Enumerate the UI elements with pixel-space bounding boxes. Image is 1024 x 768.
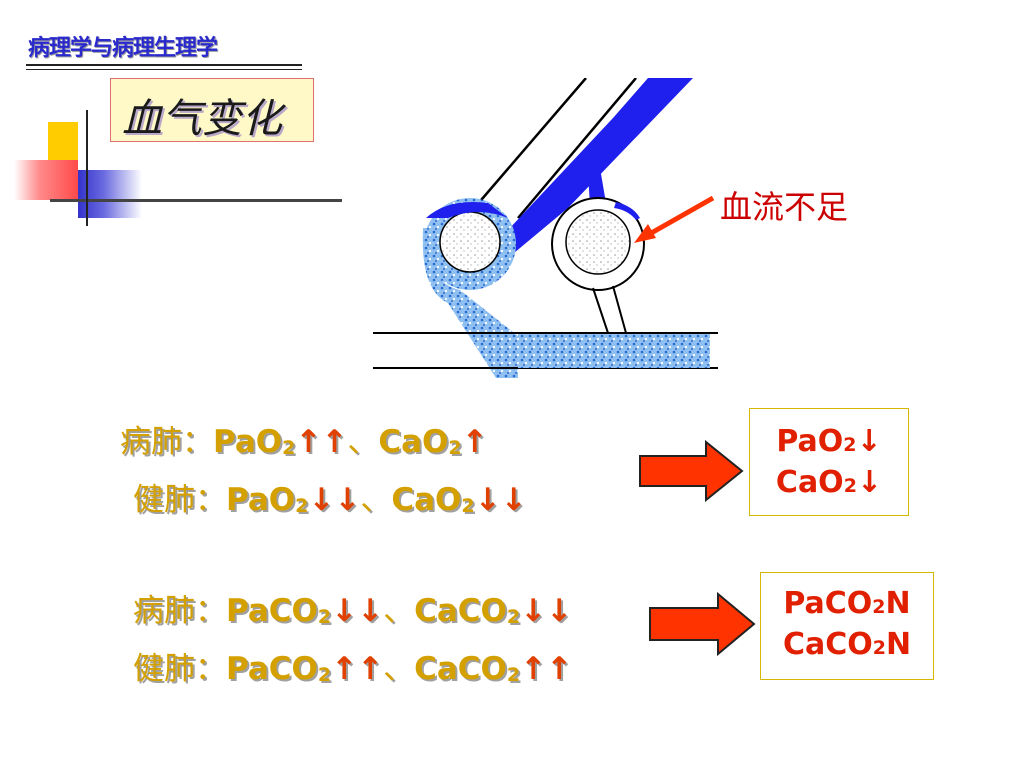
title-underline <box>26 64 302 66</box>
healthy-lung-co2-line: 健肺：PaCO2↑↑、CaCO2↑↑ <box>133 651 573 687</box>
blood-vessel-flow <box>518 334 710 368</box>
airflow-branch <box>588 168 606 206</box>
oxygen-result-line-2: CaO2↓ <box>775 465 883 500</box>
deco-horizontal-line <box>50 199 342 202</box>
course-title: 病理学与病理生理学 <box>28 36 218 61</box>
sick-lung-oxygen-line: 病肺：PaO2↑↑、CaO2↑ <box>120 424 488 460</box>
title-underline-thin <box>26 69 302 70</box>
deco-blue-square <box>78 170 142 218</box>
slide-title-box <box>110 78 314 142</box>
healthy-capillary-bed <box>422 228 518 378</box>
airflow-blue <box>493 78 693 258</box>
deco-red-square <box>14 160 78 200</box>
slide-title: 血气变化 <box>122 96 282 142</box>
co2-result-arrow <box>649 592 756 656</box>
alveoli-diagram <box>373 78 718 378</box>
healthy-lung-oxygen-line: 健肺：PaO2↓↓、CaO2↓↓ <box>133 482 527 518</box>
insufficient-blood-flow-label: 血流不足 <box>720 188 849 226</box>
co2-result-box: PaCO2N CaCO2N <box>760 572 934 680</box>
oxygen-result-box: PaO2↓ CaO2↓ <box>749 408 909 516</box>
airway-walls <box>475 78 637 219</box>
indicator-arrow <box>634 224 656 243</box>
oxygen-result-arrow <box>639 440 744 502</box>
sick-lung-co2-line: 病肺：PaCO2↓↓、CaCO2↓↓ <box>133 593 573 629</box>
oxygen-result-line-1: PaO2↓ <box>776 424 882 459</box>
co2-result-line-2: CaCO2N <box>782 627 912 662</box>
deco-vertical-line <box>86 110 88 226</box>
co2-result-line-1: PaCO2N <box>783 586 911 621</box>
